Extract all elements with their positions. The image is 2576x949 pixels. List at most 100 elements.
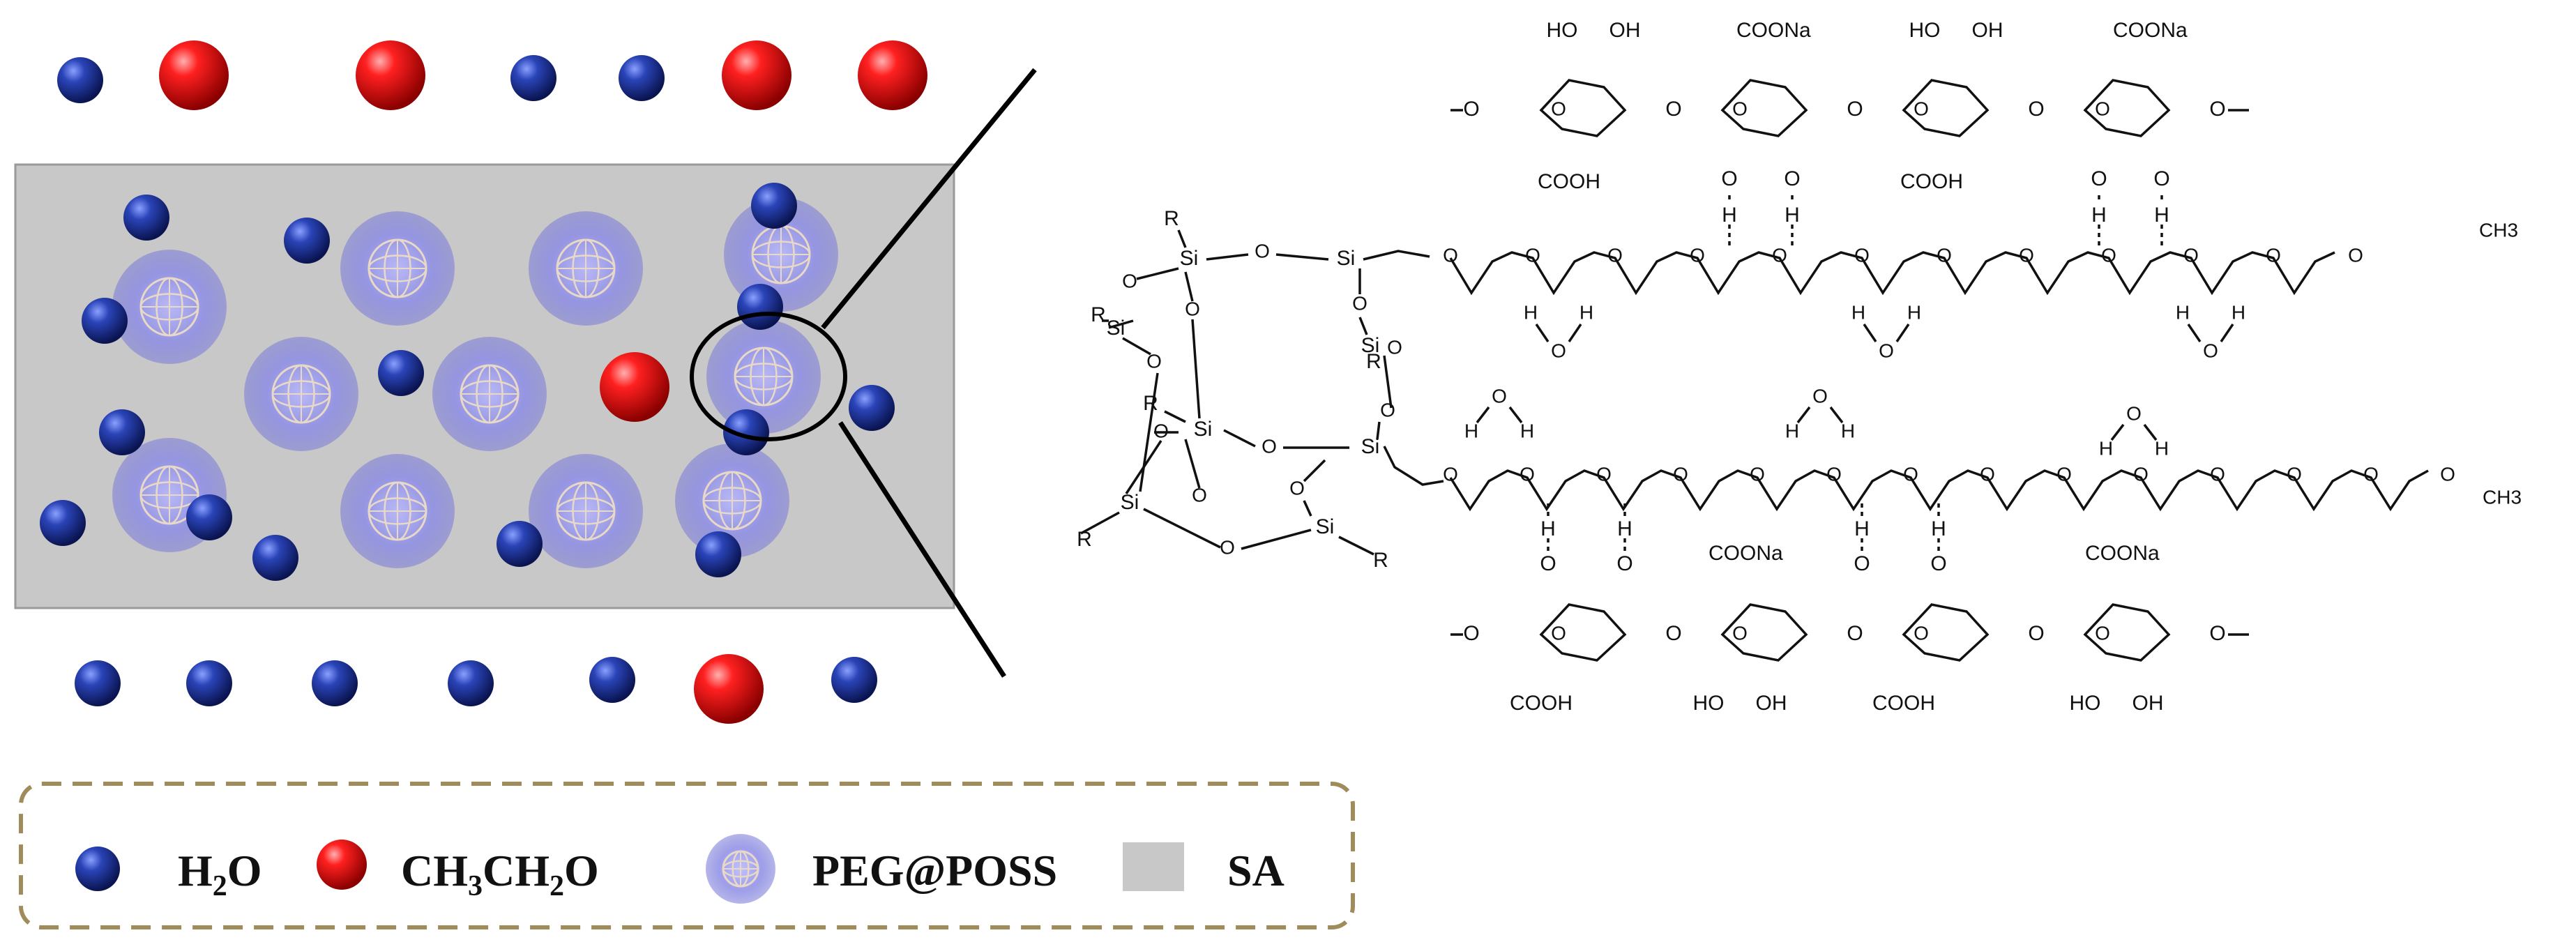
water-molecule <box>723 409 769 455</box>
legend-ethanol-icon <box>317 840 367 890</box>
water-molecule <box>123 195 169 241</box>
water-molecule <box>448 660 494 706</box>
oxygen-label: O <box>1463 98 1479 121</box>
water-molecule <box>40 500 86 546</box>
zoom-line-bottom <box>838 421 1006 678</box>
peg-poss-particle <box>244 337 358 451</box>
bond <box>1108 319 1134 329</box>
bond <box>1568 324 1582 342</box>
bond <box>1122 337 1151 356</box>
ether-oxygen-label: O <box>2363 463 2379 485</box>
water-oxygen-label: O <box>2126 402 2142 424</box>
r-group-label: R <box>1077 528 1092 551</box>
carboxylate-label: COONa <box>1736 19 1811 42</box>
water-molecule <box>57 57 103 103</box>
legend-sa-icon <box>1123 842 1184 891</box>
carboxyl-label: COOH <box>1900 170 1963 193</box>
carboxylate-label: COONa <box>2113 19 2188 42</box>
oxygen-label: O <box>1854 552 1870 575</box>
water-molecule <box>252 535 298 581</box>
ring-oxygen-label: O <box>1551 622 1566 644</box>
water-oxygen-label: O <box>1551 340 1566 361</box>
ether-oxygen-label: O <box>2348 244 2363 266</box>
sa-ring-bottom <box>1720 603 1808 662</box>
water-hydrogen-label: H <box>1464 420 1478 441</box>
hydrogen-label: H <box>1931 517 1946 540</box>
ether-oxygen-label: O <box>1980 463 1995 485</box>
water-hydrogen-label: H <box>2176 301 2190 323</box>
ether-oxygen-label: O <box>1673 463 1688 485</box>
peg-poss-particle <box>724 197 838 312</box>
peg-poss-particle <box>706 319 821 434</box>
oxygen-label: O <box>2209 622 2225 645</box>
water-molecule <box>619 55 665 101</box>
hydrogen-label: H <box>2154 204 2169 227</box>
ether-oxygen-label: O <box>1525 244 1540 266</box>
zoom-circle <box>690 312 847 441</box>
hydrogen-label: H <box>1540 517 1556 540</box>
water-oxygen-label: O <box>1812 385 1828 407</box>
ring-oxygen-label: O <box>1914 622 1929 644</box>
hydrogen-label: H <box>1854 517 1870 540</box>
water-hydrogen-label: H <box>1851 301 1865 323</box>
hydroxyl-label: OH <box>2132 692 2164 715</box>
bond <box>1184 271 1194 302</box>
silicon-label: Si <box>1361 334 1380 357</box>
ether-oxygen-label: O <box>2287 463 2302 485</box>
hydroxyl-label: HO <box>1547 19 1578 42</box>
legend-ethanol-label: CH3CH2O <box>401 846 599 902</box>
ether-oxygen-label: O <box>2101 244 2116 266</box>
linking-oxygen-label: O <box>1665 98 1681 121</box>
hydroxyl-label: OH <box>1972 19 2003 42</box>
water-molecule <box>99 409 145 455</box>
legend-ethanol: CH3CH2O <box>317 840 599 902</box>
sa-ring-bottom <box>2083 603 2171 662</box>
water-molecule <box>751 183 797 229</box>
bond <box>1139 372 1159 492</box>
ether-oxygen-label: O <box>2133 463 2149 485</box>
bond <box>1206 253 1249 261</box>
linking-oxygen-label: O <box>1847 98 1863 121</box>
oxygen-label: O <box>1387 336 1402 358</box>
peg-poss-particle <box>340 211 455 326</box>
legend-water-label: H2O <box>178 846 262 902</box>
bond <box>1358 317 1368 335</box>
bond <box>1136 267 1179 280</box>
bond <box>1508 406 1523 424</box>
oxygen-label: O <box>1255 240 1270 261</box>
silicon-label: Si <box>1194 418 1213 441</box>
oxygen-label: O <box>2091 167 2107 190</box>
oxygen-label: O <box>1289 477 1305 499</box>
water-oxygen-label: O <box>2203 340 2218 361</box>
carboxyl-label: COOH <box>1510 692 1573 715</box>
bond <box>2110 423 2125 441</box>
legend-peg-poss-sphere <box>706 834 775 904</box>
hydroxyl-label: HO <box>1693 692 1725 715</box>
water-molecule <box>186 660 232 706</box>
peg-poss-particle <box>675 443 789 558</box>
silicon-label: Si <box>1121 491 1139 514</box>
hydrogen-label: H <box>2091 204 2107 227</box>
water-molecule <box>849 385 895 431</box>
water-hydrogen-label: H <box>1520 420 1534 441</box>
ether-oxygen-label: O <box>2266 244 2281 266</box>
bond <box>1191 319 1201 419</box>
hydrogen-label: H <box>1617 517 1632 540</box>
linking-oxygen-label: O <box>2028 98 2044 121</box>
silicon-label: Si <box>1316 515 1335 538</box>
oxygen-label: O <box>1616 552 1632 575</box>
ether-oxygen-label: O <box>1520 463 1535 485</box>
water-hydrogen-label: H <box>2099 437 2113 459</box>
particles-layer <box>40 40 927 724</box>
r-group-label: R <box>1143 392 1158 415</box>
water-hydrogen-label: H <box>1841 420 1855 441</box>
ether-oxygen-label: O <box>2440 463 2455 485</box>
carboxylate-label: COONa <box>1709 542 1783 565</box>
ring-oxygen-label: O <box>1914 98 1929 119</box>
oxygen-label: O <box>1185 298 1200 319</box>
carboxylate-label: COONa <box>2085 542 2160 565</box>
ether-oxygen-label: O <box>2019 244 2034 266</box>
oxygen-label: O <box>1122 270 1137 291</box>
ethanol-molecule <box>159 40 229 110</box>
